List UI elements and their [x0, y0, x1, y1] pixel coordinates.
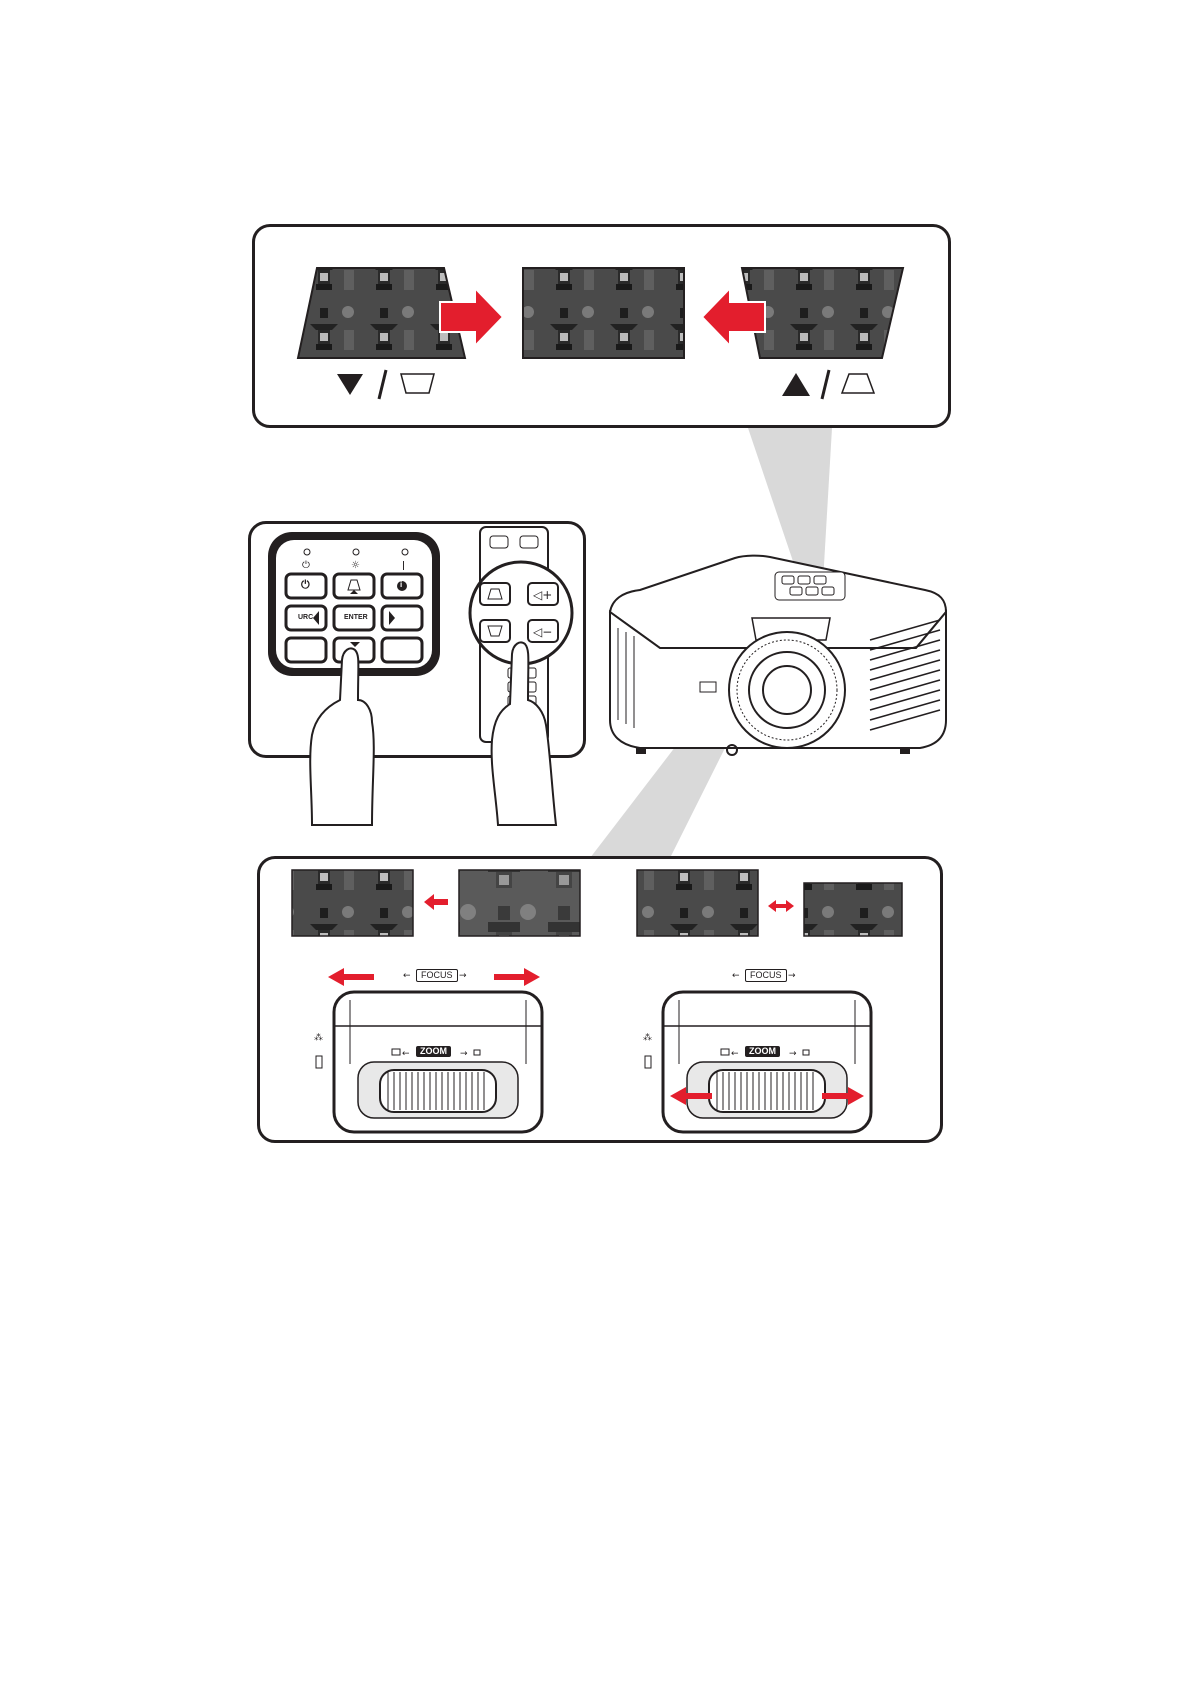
focus-side-lock-icon: [316, 1056, 322, 1068]
zoom-image-large: [637, 870, 758, 936]
focus-label-right: FOCUS: [745, 969, 787, 982]
zoom-image-small: [804, 883, 902, 936]
focus-image-blurry: [459, 870, 580, 936]
zoom-side-lock-icon: [645, 1056, 651, 1068]
zoom-focus-left-arrow: ←: [732, 971, 740, 981]
zoom-zoom-right-arrow: →: [789, 1049, 797, 1059]
zoom-zoom-left-arrow: ←: [731, 1049, 739, 1059]
zoom-side-icons: ⁂: [643, 1032, 652, 1043]
zoom-label-right: ZOOM: [745, 1046, 780, 1057]
focus-arrow-left-icon: [328, 968, 374, 986]
zoom-focus-right-arrow: →: [788, 971, 796, 981]
focus-zoom-left-arrow: ←: [402, 1049, 410, 1059]
focus-label-left: FOCUS: [416, 969, 458, 982]
zoom-result-double-arrow-icon: [768, 900, 794, 912]
focus-image-sharp: [292, 870, 413, 936]
zoom-label-left: ZOOM: [416, 1046, 451, 1057]
focus-lens-ring: [380, 1070, 496, 1112]
focus-label-left-arrow: ←: [403, 971, 411, 981]
focus-arrow-right-icon: [494, 968, 540, 986]
zoom-lens-ring: [709, 1070, 825, 1112]
focus-result-arrow-icon: [424, 894, 448, 910]
focus-zoom-right-arrow: →: [460, 1049, 468, 1059]
focus-label-right-arrow: →: [459, 971, 467, 981]
focus-side-icons: ⁂: [314, 1032, 323, 1043]
